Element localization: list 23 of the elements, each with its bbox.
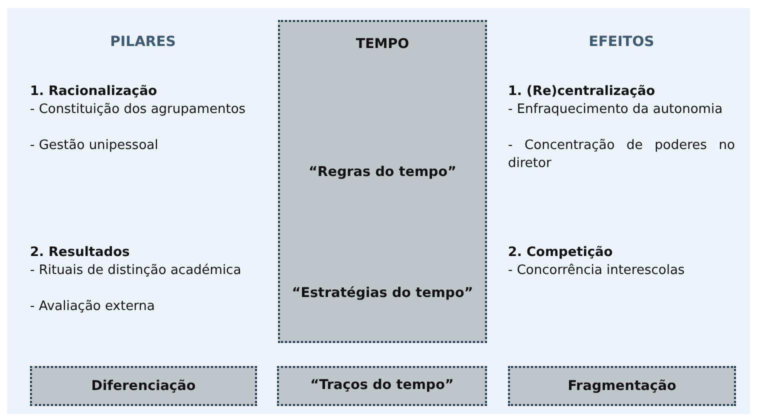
column-panel <box>278 20 487 343</box>
section-heading: 2. Competição <box>508 244 614 262</box>
summary-box <box>30 366 257 406</box>
summary-box <box>277 366 487 406</box>
box-label: Diferenciação <box>91 378 196 394</box>
list-item: - Gestão unipessoal <box>30 137 160 155</box>
list-item: - Avaliação externa <box>30 298 156 316</box>
list-item: - Concentração de poderes no diretor <box>508 137 735 173</box>
summary-box <box>508 366 736 406</box>
list-item: - Enfraquecimento da autonomia <box>508 101 724 119</box>
column-heading: PILARES <box>109 34 177 50</box>
list-item: - Rituais de distinção académica <box>30 262 242 280</box>
section-heading: 2. Resultados <box>30 244 131 262</box>
box-label: Fragmentação <box>568 378 676 394</box>
section-heading: 1. (Re)centralização <box>508 83 656 101</box>
section-heading: 1. Racionalização <box>30 83 158 101</box>
column-heading: TEMPO <box>356 36 410 52</box>
column-heading: EFEITOS <box>588 34 656 50</box>
list-item: - Concorrência interescolas <box>508 262 686 280</box>
box-label: “Regras do tempo” <box>308 164 456 180</box>
box-label: “Estratégias do tempo” <box>292 285 474 301</box>
box-label: “Traços do tempo” <box>310 377 454 393</box>
list-item: - Constituição dos agrupamentos <box>30 101 247 119</box>
